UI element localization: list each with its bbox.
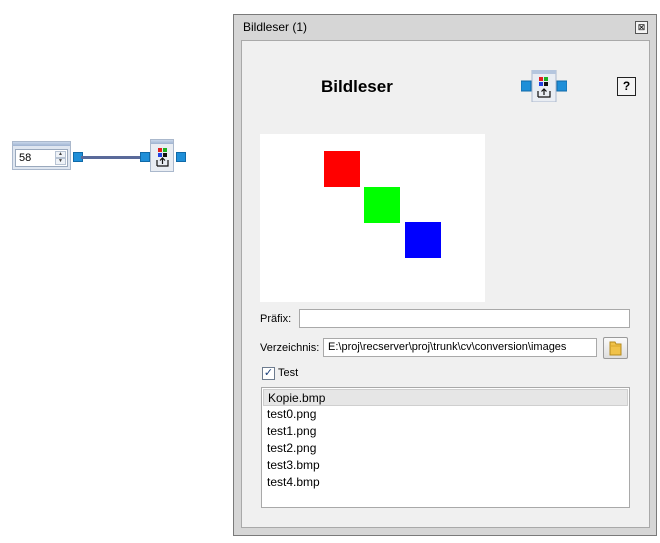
spin-input[interactable]: 58 ▲ ▼ bbox=[15, 149, 68, 167]
image-reader-icon bbox=[156, 148, 169, 167]
list-item[interactable]: test4.bmp bbox=[267, 475, 320, 489]
spin-up-button[interactable]: ▲ bbox=[55, 151, 66, 158]
bildleser-dialog: Bildleser (1) ⊠ Bildleser ? Präfix: Verz… bbox=[233, 14, 657, 536]
reader-output-port[interactable] bbox=[176, 152, 186, 162]
directory-label: Verzeichnis: bbox=[260, 342, 320, 354]
image-preview bbox=[260, 134, 485, 302]
file-list[interactable]: Kopie.bmp test0.png test1.png test2.png … bbox=[261, 387, 630, 508]
list-item[interactable]: test2.png bbox=[267, 441, 317, 455]
browse-folder-button[interactable] bbox=[603, 337, 628, 359]
close-icon[interactable]: ⊠ bbox=[635, 21, 648, 34]
help-button[interactable]: ? bbox=[617, 77, 636, 96]
dialog-title: Bildleser (1) bbox=[243, 20, 308, 34]
preview-green-square bbox=[364, 187, 400, 223]
spin-buttons: ▲ ▼ bbox=[55, 151, 66, 165]
node-title-bar bbox=[151, 140, 173, 144]
image-reader-node[interactable] bbox=[150, 139, 174, 172]
page-title: Bildleser bbox=[321, 77, 393, 96]
spin-down-button[interactable]: ▼ bbox=[55, 158, 66, 165]
list-item[interactable]: test3.bmp bbox=[267, 458, 320, 472]
node-title-bar bbox=[13, 142, 70, 146]
directory-input[interactable]: E:\proj\recserver\proj\trunk\cv\conversi… bbox=[323, 338, 597, 357]
dialog-content: Bildleser ? Präfix: Verzeichnis: E:\proj… bbox=[241, 40, 650, 528]
image-reader-node-icon bbox=[521, 70, 567, 102]
spin-value: 58 bbox=[19, 152, 32, 164]
test-checkbox-label: Test bbox=[278, 367, 299, 379]
prefix-input[interactable] bbox=[299, 309, 630, 328]
preview-red-square bbox=[324, 151, 360, 187]
test-checkbox[interactable]: ✓ bbox=[262, 367, 275, 380]
reader-input-port[interactable] bbox=[140, 152, 150, 162]
preview-blue-square bbox=[405, 222, 441, 258]
list-item[interactable]: test0.png bbox=[267, 407, 317, 421]
connection-wire bbox=[81, 156, 141, 159]
spinbox-node[interactable]: 58 ▲ ▼ bbox=[12, 141, 71, 170]
list-item[interactable]: test1.png bbox=[267, 424, 317, 438]
prefix-label: Präfix: bbox=[260, 313, 292, 325]
list-item[interactable]: Kopie.bmp bbox=[263, 389, 628, 406]
folder-icon bbox=[609, 341, 622, 356]
